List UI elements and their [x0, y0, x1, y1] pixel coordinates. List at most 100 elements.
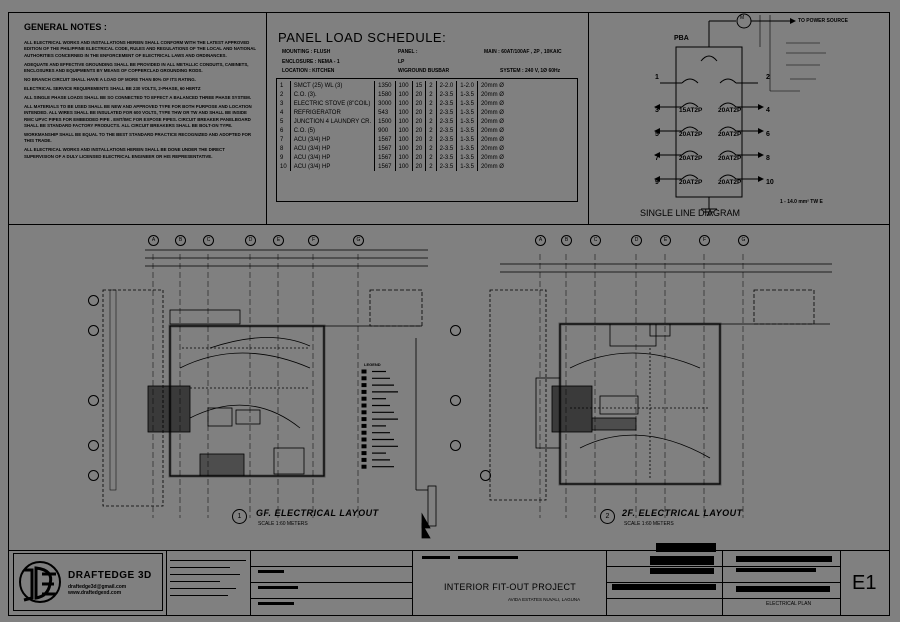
ground-floor-plan: [102, 249, 437, 527]
breaker-rating: 20AT2P: [679, 131, 703, 138]
circuit-number: 10: [766, 179, 774, 186]
project-address: AVIDA ESTATES NUVALI, LAGUNA: [508, 597, 581, 602]
arrow-icon: [654, 104, 660, 110]
redacted-text: [258, 570, 284, 573]
panel-schedule-cell: 1567: [374, 135, 396, 144]
arrow-icon: [654, 176, 660, 182]
arrow-icon: [758, 176, 764, 182]
redacted-text: [258, 586, 298, 589]
panel-schedule-cell: 1-3.5: [456, 108, 478, 117]
panel-schedule-cell: 1580: [374, 90, 396, 99]
tb-row-line: [250, 566, 412, 567]
breaker-rating: 20AT2P: [718, 107, 742, 114]
breaker-rating: 20AT2P: [679, 155, 703, 162]
grid-line-bubble: [480, 470, 491, 481]
legend-symbol: [361, 430, 367, 435]
grid-line-bubble: D: [631, 235, 642, 246]
panel-value: LP: [398, 59, 405, 65]
panel-schedule-cell: 2: [425, 144, 437, 153]
panel-schedule-cell: 20: [412, 135, 427, 144]
panel-schedule-cell: 20mm Ø: [480, 91, 504, 98]
panel-schedule-cell: 1-3.5: [456, 153, 478, 162]
panel-schedule-cell: 2-3.5: [436, 108, 458, 117]
panel-schedule-cell: SMCT (25) WL (3): [290, 81, 376, 90]
panel-schedule-cell: 6: [277, 126, 291, 135]
panel-schedule-cell: 100: [395, 153, 413, 162]
panel-schedule-cell: ELECTRIC STOVE (8"COIL): [290, 99, 376, 108]
redacted-text: [612, 584, 716, 590]
panel-schedule-cell: 20: [412, 99, 427, 108]
panel-schedule-cell: 100: [395, 135, 413, 144]
panel-system: SYSTEM : 240 V, 1Ø 60Hz: [500, 68, 561, 74]
company-website: www.draftedgexd.com: [68, 590, 122, 596]
grid-line-bubble: [450, 395, 461, 406]
panel-schedule-cell: 1-3.5: [456, 99, 478, 108]
panel-schedule-cell: 20: [412, 90, 427, 99]
panel-schedule-cell: 20mm Ø: [480, 154, 504, 161]
panel-busbar: W/GROUND BUSBAR: [398, 68, 450, 74]
grid-line-bubble: F: [699, 235, 710, 246]
panel-schedule-cell: 1567: [374, 144, 396, 153]
grid-line-bubble: D: [245, 235, 256, 246]
meter-symbol: M: [740, 15, 745, 21]
panel-schedule-cell: 10: [277, 162, 291, 171]
circuit-number: 2: [766, 74, 770, 81]
legend-symbol: [361, 444, 367, 449]
panel-schedule-cell: 100: [395, 162, 413, 171]
panel-schedule-cell: 1567: [374, 162, 396, 171]
sheet-number: E1: [852, 572, 877, 594]
legend-title: LEGEND: [364, 362, 381, 367]
panel-schedule-cell: 2: [425, 135, 437, 144]
panel-schedule-cell: 2: [425, 108, 437, 117]
breaker-rating: 20AT2P: [679, 179, 703, 186]
single-line-diagram: [654, 13, 826, 216]
section-divider: [8, 224, 890, 225]
panel-schedule-cell: 2: [277, 90, 291, 99]
single-line-caption: SINGLE LINE DIAGRAM: [640, 208, 741, 218]
legend-symbol: [361, 403, 367, 408]
panel-schedule-cell: 4: [277, 108, 291, 117]
drawing-sheet-border: [8, 12, 890, 616]
panel-mounting: MOUNTING : FLUSH: [282, 49, 331, 55]
breaker-symbol: [681, 174, 699, 180]
panel-schedule-cell: 2-3.5: [436, 90, 458, 99]
panel-schedule-cell: REFRIGERATOR: [290, 108, 376, 117]
redacted-text: [458, 556, 518, 559]
redacted-text: [736, 568, 816, 572]
grid-line-bubble: B: [561, 235, 572, 246]
grid-line-bubble: B: [175, 235, 186, 246]
panel-schedule-cell: 20: [412, 144, 427, 153]
grid-line-bubble: C: [590, 235, 601, 246]
circuit-number: 4: [766, 107, 770, 114]
project-name: INTERIOR FIT-OUT PROJECT: [444, 582, 577, 592]
redacted-text: [656, 543, 716, 552]
panel-schedule-cell: 543: [374, 108, 396, 117]
panel-schedule-cell: 1-3.5: [456, 144, 478, 153]
tb-divider: [250, 550, 251, 616]
tb-divider: [722, 550, 723, 616]
breaker-symbol: [719, 126, 737, 132]
tb-divider: [166, 550, 167, 616]
redacted-text: [650, 556, 714, 565]
breaker-rating: 15AT2P: [679, 107, 703, 114]
general-note: ALL ELECTRICAL WORKS AND INSTALLATIONS H…: [24, 147, 225, 159]
legend-symbol: [361, 457, 367, 462]
section-divider: [266, 12, 267, 224]
panel-location: LOCATION : KITCHEN: [282, 68, 335, 74]
general-note: NO BRANCH CIRCUIT SHALL HAVE A LOAD OF M…: [24, 77, 196, 83]
panel-schedule-cell: ACU (3/4) HP: [290, 135, 376, 144]
tb-notes-block: [170, 556, 246, 610]
panel-schedule-title: PANEL LOAD SCHEDULE:: [278, 30, 447, 45]
panel-schedule-cell: ACU (3/4) HP: [290, 162, 376, 171]
panel-schedule-cell: 1-3.5: [456, 126, 478, 135]
tb-divider: [412, 550, 413, 616]
grid-line-bubble: [88, 295, 99, 306]
general-note: ALL SINGLE PHASE LOADS SHALL BE SO CONNE…: [24, 94, 252, 100]
panel-schedule-cell: 100: [395, 144, 413, 153]
